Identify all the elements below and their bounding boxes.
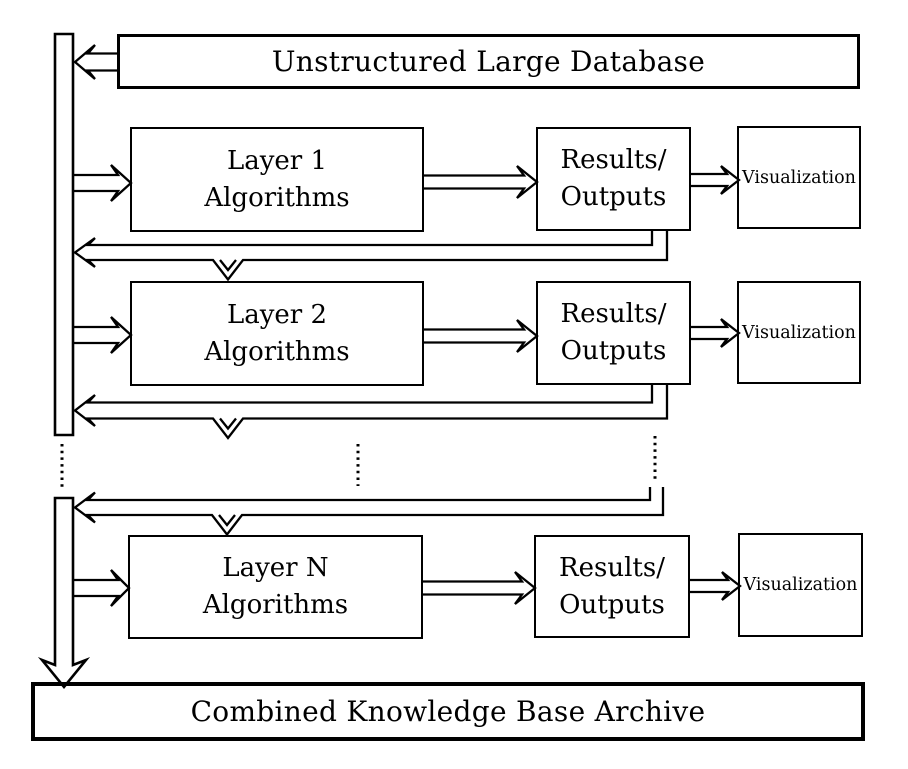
feedback-1-pipe: [73, 231, 669, 282]
layer-1-to-results-arrow: [424, 165, 539, 199]
results-n-to-visualization-arrow: [690, 571, 742, 601]
feedback-2-pipe: [73, 385, 669, 440]
archive-box: Combined Knowledge Base Archive: [31, 682, 865, 741]
layer-n-label-line1: Layer N: [222, 553, 329, 583]
layer-2-label-line2: Algorithms: [204, 336, 350, 367]
visualization-2-label: Visualization: [742, 322, 856, 343]
database-box-label: Unstructured Large Database: [271, 45, 706, 78]
archive-box-label: Combined Knowledge Base Archive: [190, 695, 706, 728]
results-1-label-line2: Outputs: [560, 182, 667, 212]
layer-2-label-line1: Layer 2: [226, 299, 328, 330]
bus-to-layer-1-arrow: [73, 164, 133, 202]
layer-n-to-results-arrow: [423, 571, 537, 605]
layer-2-box: Layer 2 Algorithms: [130, 281, 424, 386]
layer-1-box: Layer 1 Algorithms: [130, 127, 424, 232]
feedback-1-down-arrowhead-inner: [219, 259, 237, 272]
results-2-box: Results/ Outputs: [536, 281, 691, 385]
database-to-bus-arrow: [73, 44, 118, 80]
feedback-2-down-arrowhead-inner: [219, 417, 237, 431]
feedback-n-down-arrowhead-inner: [218, 514, 236, 527]
bus-bar-lower-down-arrow: [37, 496, 91, 690]
visualization-2-box: Visualization: [737, 281, 861, 384]
feedback-n-pipe: [73, 487, 665, 537]
results-2-label-line2: Outputs: [560, 336, 667, 366]
results-n-label-line2: Outputs: [559, 589, 665, 620]
visualization-n-label: Visualization: [743, 575, 858, 595]
layer-n-label-line2: Algorithms: [202, 590, 349, 620]
results-1-box: Results/ Outputs: [536, 127, 691, 231]
bus-to-layer-n-arrow: [73, 569, 131, 607]
visualization-1-label: Visualization: [742, 167, 856, 188]
bus-to-layer-2-arrow: [73, 316, 133, 354]
results-1-label-line1: Results/: [560, 145, 667, 175]
results-2-to-visualization-arrow: [691, 318, 741, 348]
layer-1-label-line2: Algorithms: [204, 182, 350, 213]
layer-n-box: Layer N Algorithms: [128, 535, 423, 639]
bus-bar-upper: [53, 32, 75, 437]
results-1-to-visualization-arrow: [691, 165, 741, 195]
results-2-label-line1: Results/: [560, 299, 667, 329]
database-box: Unstructured Large Database: [117, 34, 860, 89]
layer-2-to-results-arrow: [424, 319, 539, 353]
results-n-box: Results/ Outputs: [534, 535, 690, 638]
results-n-label-line1: Results/: [559, 552, 665, 583]
layer-1-label-line1: Layer 1: [226, 145, 328, 176]
visualization-n-box: Visualization: [738, 533, 863, 637]
visualization-1-box: Visualization: [737, 126, 861, 229]
